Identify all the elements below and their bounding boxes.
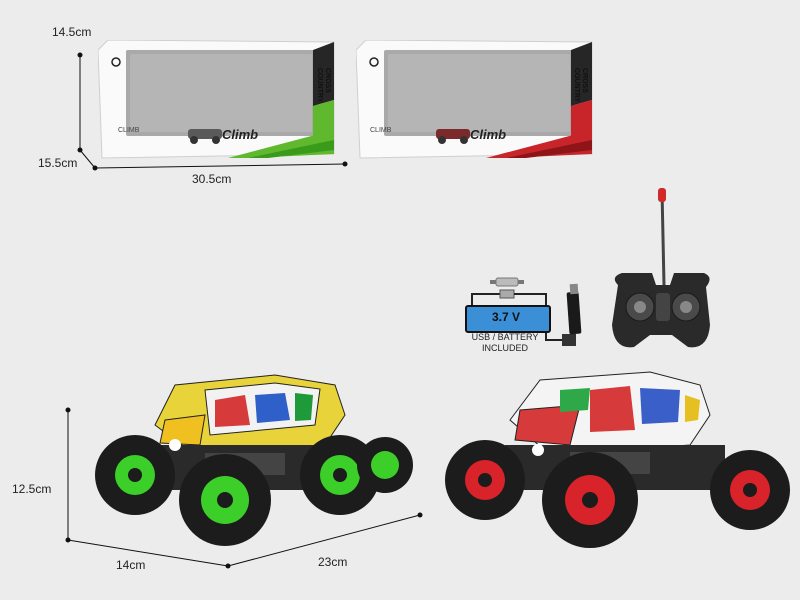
rc-car-green-icon: [95, 374, 413, 546]
remote-controller-icon: [612, 188, 710, 348]
svg-text:Climb: Climb: [222, 127, 258, 142]
box-green-side-text-1: CROSS: [324, 68, 331, 93]
usb-battery-label-line1: USB / BATTERY: [471, 332, 539, 342]
box-red-brand-text: CLIMB: [370, 127, 392, 134]
car-length-label: 23cm: [318, 555, 348, 569]
box-green-icon: Climb: [98, 40, 335, 159]
box-red-icon: Climb: [356, 40, 593, 159]
box-width-label: 30.5cm: [192, 172, 232, 186]
battery-icon: [465, 305, 551, 333]
box-red-side-text-1: CROSS: [581, 68, 588, 93]
box-green-side-text-2: COUNTRY: [316, 68, 323, 103]
box-height-label: 14.5cm: [52, 25, 92, 39]
car-width-label: 14cm: [116, 558, 146, 572]
svg-text:Climb: Climb: [470, 127, 506, 142]
rc-car-red-icon: [445, 371, 790, 548]
box-red-side-text-2: COUNTRY: [573, 68, 580, 103]
box-green-brand-text: CLIMB: [118, 127, 140, 134]
usb-battery-label-line2: INCLUDED: [481, 343, 528, 353]
car-height-label: 12.5cm: [12, 482, 52, 496]
battery-voltage: 3.7 V: [491, 310, 521, 324]
box-depth-label: 15.5cm: [38, 156, 78, 170]
